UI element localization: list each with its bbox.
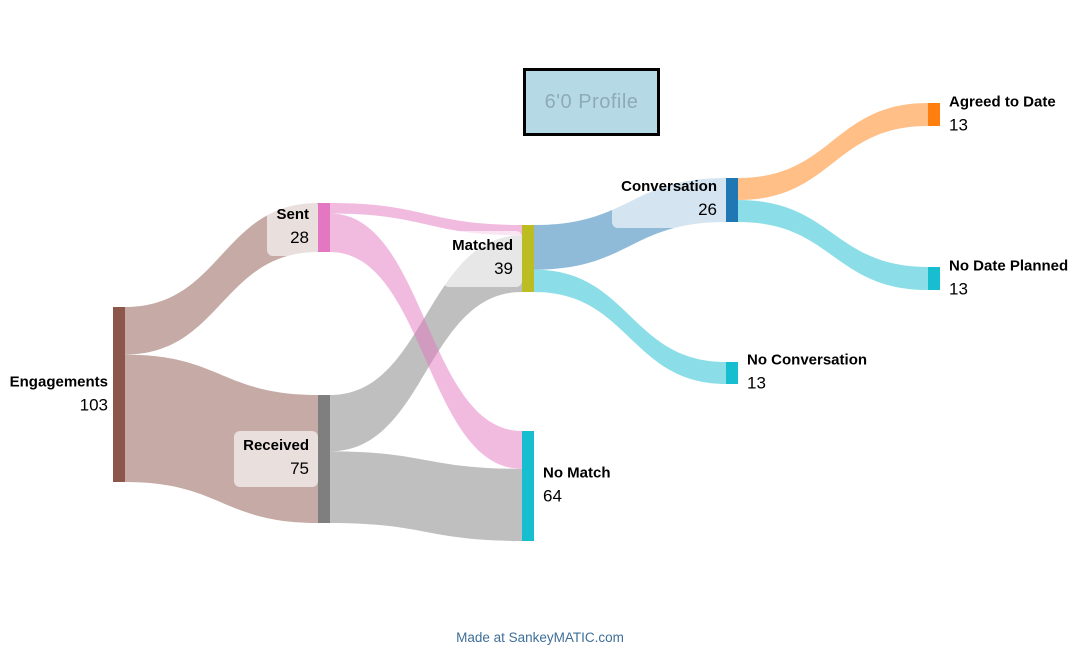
flow-conversation-to-agreed-to-date bbox=[738, 103, 928, 200]
flow-matched-to-conversation bbox=[534, 178, 726, 270]
node-engagements[interactable] bbox=[113, 307, 125, 482]
node-no-conversation[interactable] bbox=[726, 362, 738, 384]
title-text: 6'0 Profile bbox=[544, 90, 639, 113]
sankeymatic-credit: Made at SankeyMATIC.com bbox=[456, 630, 624, 645]
flow-sent-to-matched bbox=[330, 203, 522, 236]
node-agreed-to-date[interactable] bbox=[928, 103, 940, 126]
node-conversation[interactable] bbox=[726, 178, 738, 222]
flow-conversation-to-no-date-planned bbox=[738, 200, 928, 290]
node-received[interactable] bbox=[318, 395, 330, 523]
flow-received-to-no-match bbox=[330, 451, 522, 541]
title-box: 6'0 Profile bbox=[523, 68, 660, 136]
node-matched[interactable] bbox=[522, 225, 534, 292]
node-no-match[interactable] bbox=[522, 431, 534, 541]
node-sent[interactable] bbox=[318, 203, 330, 252]
flow-engagements-to-received bbox=[125, 354, 318, 523]
flow-engagements-to-sent bbox=[125, 203, 318, 355]
flow-matched-to-no-conversation bbox=[534, 269, 726, 384]
node-no-date-planned[interactable] bbox=[928, 267, 940, 290]
flow-sent-to-no-match bbox=[330, 213, 522, 469]
